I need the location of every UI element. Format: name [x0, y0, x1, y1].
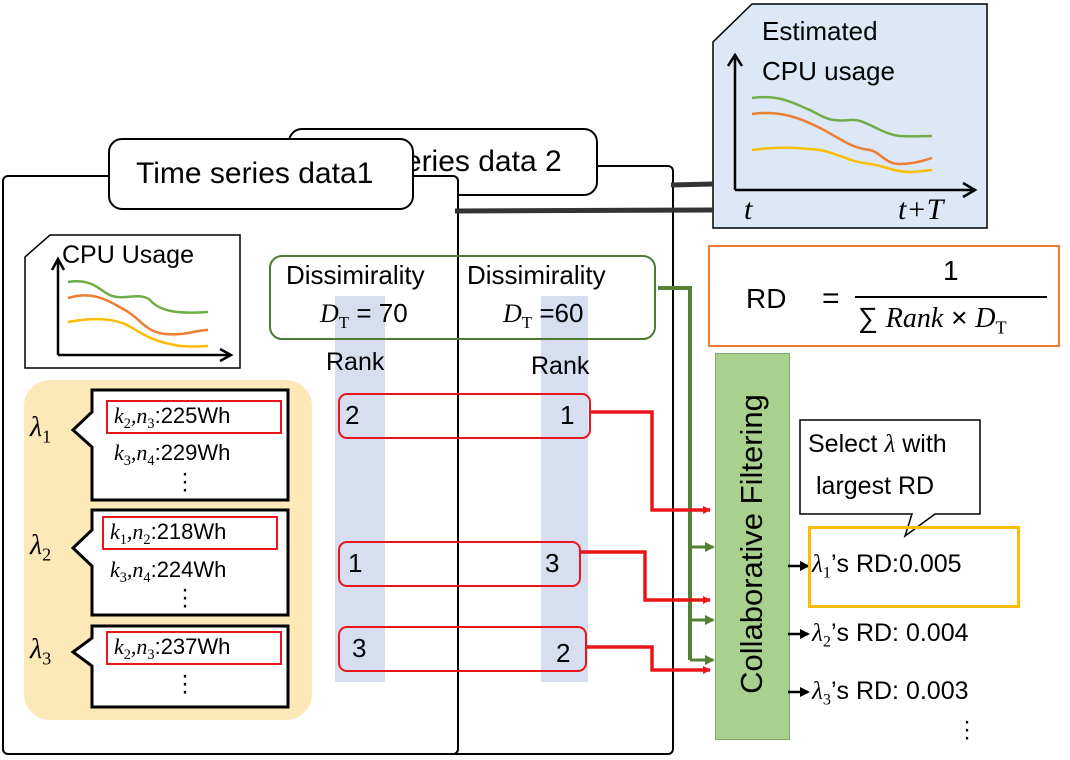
lambda-3-label: λ3: [30, 634, 52, 669]
rank-data1-lambda1: 2: [345, 400, 360, 430]
rank-data1-lambda2: 1: [348, 548, 363, 578]
time-series-data1-title: Time series data1: [136, 157, 374, 190]
candidate-1-best-highlight: [106, 400, 282, 434]
candidate-bubble-3: [70, 624, 290, 709]
candidate-1-other: k3,n4:229Wh: [114, 440, 231, 469]
estimated-line-yellow: [751, 146, 933, 174]
dissimilarity-value-data2: DT =60: [503, 298, 584, 332]
red-flow-row-2: [581, 550, 711, 604]
candidate-bubble-1: [70, 388, 290, 502]
rank-data1-lambda3: 3: [352, 633, 367, 663]
estimated-title-line1: Estimated: [762, 16, 878, 46]
lambda-1-label: λ1: [30, 412, 52, 447]
candidate-2-more-dots: ···: [181, 576, 189, 619]
estimated-line-green: [751, 95, 933, 138]
rd-formula-lhs: RD: [746, 283, 787, 314]
rd-formula-denominator: ∑ Rank × DT: [858, 302, 1007, 338]
result-1: λ1’s RD:0.005: [812, 550, 962, 582]
result-1-highlight: [808, 526, 1020, 608]
rank-row-3: [338, 626, 587, 672]
rd-formula-eq: =: [822, 282, 840, 315]
lambda-2-label: λ2: [30, 530, 52, 565]
candidate-1-more-dots: ···: [181, 460, 189, 503]
collaborative-filtering-box: [715, 353, 790, 740]
rank-header-data1: Rank: [326, 348, 385, 376]
cpu-usage-chart-frame: [24, 234, 241, 369]
candidate-3-best-highlight: [106, 631, 282, 665]
rank-data2-lambda1: 1: [560, 400, 575, 430]
callout-line1: Select λ with: [808, 430, 947, 458]
connector-data1: [454, 207, 714, 214]
cpu-usage-line-yellow: [67, 318, 209, 348]
cpu-usage-line-green: [67, 280, 209, 314]
result-3: λ3’s RD: 0.003: [812, 677, 969, 709]
estimated-y-arrow: [726, 52, 744, 67]
candidate-2-best-highlight: [102, 516, 278, 550]
result-2: λ2’s RD: 0.004: [812, 619, 969, 651]
d-t-symbol-data2: DT: [503, 299, 533, 332]
cpu-usage-x-arrow: [219, 347, 234, 363]
rank-data2-lambda3: 2: [556, 638, 571, 668]
candidate-bubble-2: [70, 508, 290, 617]
red-flow-row-3: [587, 645, 711, 674]
time-series-data1-title-box: Time series data1: [108, 138, 414, 210]
cpu-usage-label: CPU Usage: [62, 241, 194, 269]
rank-header-data2: Rank: [531, 352, 590, 380]
estimated-x-arrow: [962, 181, 978, 199]
estimated-x-start: t: [744, 193, 753, 226]
rank-band-data2: [541, 296, 588, 682]
results-more-dots: ···: [963, 708, 971, 751]
candidate-3-best: k2,n3:237Wh: [114, 634, 231, 663]
red-flow-row-1: [591, 410, 711, 514]
estimated-title-line2: CPU usage: [762, 56, 895, 86]
cpu-usage-y-arrow: [50, 256, 66, 271]
estimated-x-end: t+T: [898, 193, 944, 226]
candidate-3-more-dots: ···: [181, 662, 189, 705]
dissimilarity-box: [269, 255, 656, 340]
rd-formula-fraction-bar: [855, 296, 1047, 298]
callout-line2: largest RD: [816, 472, 935, 500]
d-t-symbol-data1: DT: [320, 299, 350, 332]
candidate-1-best: k2,n3:225Wh: [114, 403, 231, 432]
candidate-2-other: k3,n4:224Wh: [110, 557, 227, 586]
dissimilarity-label-data2: Dissimirality: [467, 260, 606, 290]
green-flow-trunk: [658, 286, 692, 660]
dissimilarity-value-data1: DT = 70: [320, 298, 408, 332]
rank-band-data1: [335, 296, 385, 682]
dissimilarity-label-data1: Dissimirality: [286, 260, 425, 290]
rank-row-2: [338, 541, 581, 587]
cpu-usage-line-orange: [67, 294, 209, 336]
callout-bubble: [799, 419, 981, 538]
connector-data2: [670, 181, 714, 188]
rd-formula-numerator: 1: [943, 255, 959, 286]
estimated-line-orange: [751, 111, 933, 166]
rank-row-1: [338, 393, 591, 439]
candidate-2-best: k1,n2:218Wh: [110, 519, 227, 548]
rank-data2-lambda2: 3: [545, 548, 560, 578]
